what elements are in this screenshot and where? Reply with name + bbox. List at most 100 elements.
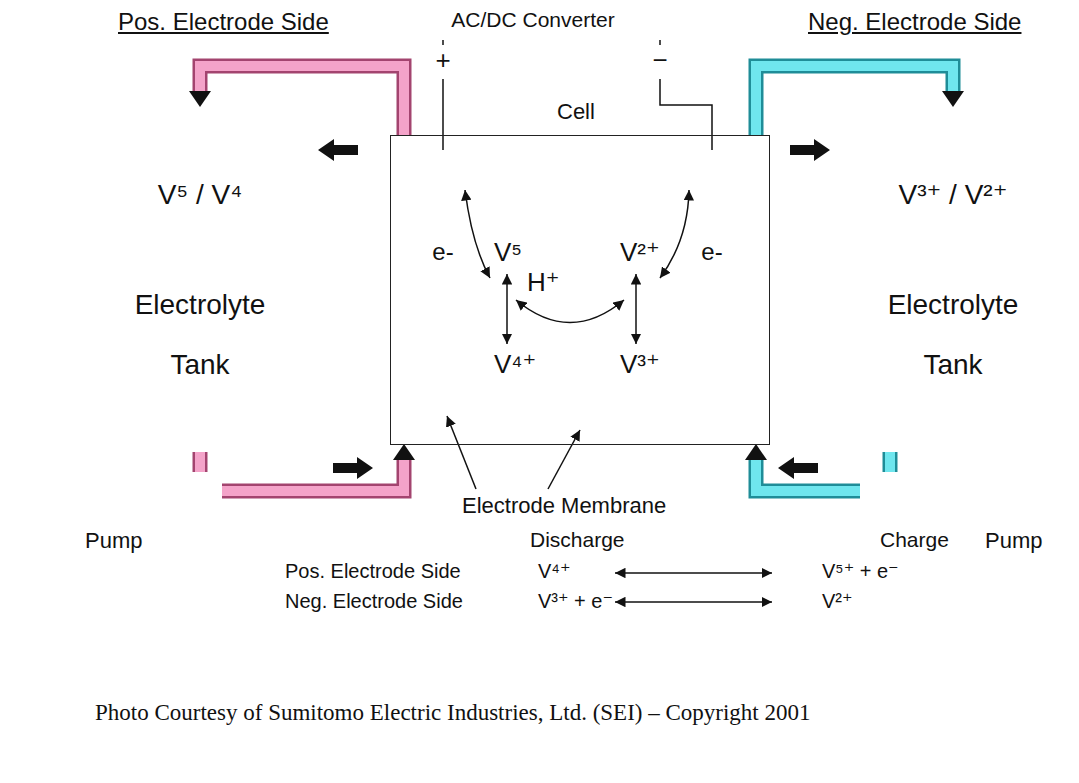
- pump-symbol: Pump: [860, 472, 1010, 510]
- pipe-outline: [193, 452, 208, 472]
- negative-half-cell: V²⁺ V³⁺ e-: [577, 136, 769, 444]
- reaction-side: Pos. Electrode Side: [285, 560, 461, 583]
- text-slot: Pos. Electrode Side: [285, 560, 461, 583]
- text-slot: AC/DC Converter: [402, 0, 664, 40]
- text-slot: e-: [690, 238, 734, 266]
- flow-arrow: [778, 457, 818, 479]
- power-wire: [660, 40, 661, 45]
- box-outline: [691, 151, 734, 412]
- terminal-circle: −: [643, 45, 677, 79]
- text-slot: Pump: [985, 528, 1042, 553]
- reaction-term: V⁴⁺: [538, 560, 571, 583]
- text-slot: Pump: [85, 528, 142, 553]
- text-slot: Cell: [557, 99, 595, 124]
- photo-credit: Photo Courtesy of Sumitomo Electric Indu…: [95, 700, 811, 726]
- box-outline: [423, 151, 464, 412]
- reaction-term: V²⁺: [822, 590, 853, 613]
- tank-species: V⁵ / V⁴: [158, 179, 242, 211]
- connector-head: [189, 91, 211, 107]
- ion-label: H⁺: [527, 268, 560, 298]
- text-slot: V⁵ / V⁴: [105, 179, 295, 211]
- column-heading: Charge: [880, 528, 949, 552]
- electron-label: e-: [701, 238, 722, 266]
- leader-line: [447, 416, 476, 489]
- pump-motor-end: [146, 475, 164, 507]
- text-slot: V³⁺ + e⁻: [538, 590, 613, 613]
- side-heading: Neg. Electrode Side: [808, 8, 1021, 36]
- power-wire: [443, 40, 444, 45]
- wire-line: [659, 40, 661, 45]
- text-slot: Electrode Membrane: [462, 493, 666, 518]
- electron-label: e-: [432, 238, 453, 266]
- text-slot: Neg. Electrode Side: [808, 8, 1021, 36]
- proton-transfer-arrow: [516, 300, 624, 323]
- node-shape: [690, 150, 734, 412]
- redox-arrow: [635, 274, 637, 344]
- node-shape: [95, 107, 305, 452]
- electron-path-arrow: [660, 190, 689, 278]
- converter-label: AC/DC Converter: [451, 8, 614, 32]
- pipe-outline: [222, 460, 404, 491]
- reaction-side: Neg. Electrode Side: [285, 590, 463, 613]
- node-shape: [860, 472, 1010, 510]
- electrolyte-pipe: [222, 444, 415, 491]
- pump-motor-end: [991, 475, 1009, 507]
- polarity-sign: −: [652, 46, 667, 76]
- membrane-line: [580, 136, 587, 444]
- pipe-outline: [756, 460, 860, 491]
- pipe-inner: [195, 452, 205, 472]
- text-slot: V⁵⁺ + e⁻: [822, 560, 899, 583]
- node-shape: [422, 150, 464, 412]
- tank-top: [96, 108, 304, 142]
- terminal-outline: [427, 46, 459, 78]
- electrolyte-pipe: [890, 452, 891, 472]
- pipe-inner: [885, 452, 895, 472]
- pump-shaft: [164, 487, 177, 495]
- column-heading: Discharge: [530, 528, 625, 552]
- pump-head: [861, 473, 915, 510]
- cell-label: Cell: [557, 99, 595, 124]
- pipe-outline: [756, 66, 953, 136]
- pump-motor-end: [926, 475, 944, 507]
- text-slot: −: [643, 45, 677, 77]
- flow-arrow: [333, 457, 373, 479]
- text-slot: +: [426, 45, 460, 77]
- tank-top: [849, 108, 1057, 142]
- text-slot: V⁵: [494, 238, 522, 268]
- connector-head: [393, 444, 415, 460]
- power-wire: [443, 79, 444, 150]
- pipe-inner: [200, 66, 404, 136]
- flow-arrow: [318, 139, 358, 161]
- wire-line: [442, 40, 444, 45]
- electrolyte-tank: V³⁺ / V²⁺Electrolyte Tank: [848, 107, 1058, 452]
- electrode-plate: e-: [422, 150, 464, 412]
- electrolyte-pipe: [189, 66, 404, 136]
- ion-label: V²⁺: [620, 238, 660, 268]
- side-heading: Pos. Electrode Side: [118, 8, 329, 36]
- electrolyte-pipe: [745, 444, 860, 491]
- pump-label: Pump: [85, 528, 142, 553]
- converter-box: AC/DC Converter: [402, 0, 664, 40]
- pump-motor: [67, 475, 155, 507]
- reaction-term: V⁵⁺ + e⁻: [822, 560, 899, 583]
- electrolyte-pipe: [200, 452, 201, 472]
- text-slot: Electrolyte Tank: [115, 275, 285, 395]
- reaction-arrow: [615, 572, 772, 574]
- polarity-sign: +: [435, 46, 450, 76]
- electrode-plate: e-: [690, 150, 734, 412]
- connector-head: [745, 444, 767, 460]
- tank-body: [849, 125, 1057, 452]
- pipe-inner: [756, 66, 953, 136]
- ion-label: V³⁺: [620, 350, 660, 380]
- text-slot: e-: [422, 238, 464, 266]
- electrolyte-pipe: [756, 66, 964, 136]
- text-slot: V²⁺: [620, 238, 660, 268]
- pump-shaft: [915, 487, 927, 495]
- pump-label: Pump: [985, 528, 1042, 553]
- terminal-circle: +: [426, 45, 460, 79]
- callout-label: Electrode Membrane: [462, 493, 666, 518]
- pump-symbol: Pump: [55, 472, 222, 510]
- text-slot: Discharge: [530, 528, 625, 552]
